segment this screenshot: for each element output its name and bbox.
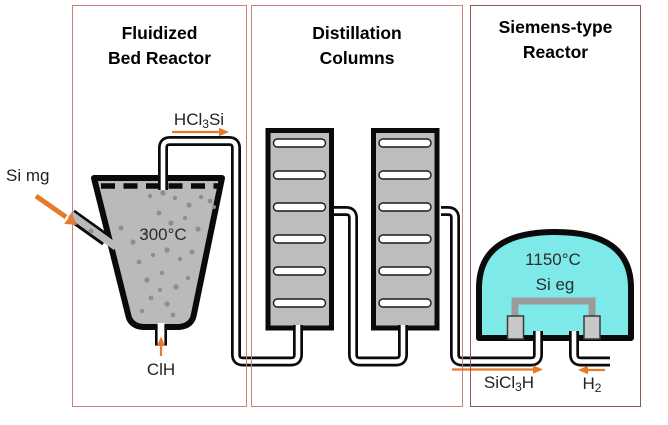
column-1-trays: [272, 138, 327, 308]
hcl3si-flow-arrow-icon: [172, 127, 229, 137]
label-text: Si: [208, 110, 225, 129]
pipe-fbr-to-column1: [158, 136, 303, 367]
label-si-eg: Si eg: [535, 275, 575, 294]
label-subscript: 2: [594, 381, 602, 395]
fluidized-bed-reactor-vessel: [67, 175, 225, 346]
clh-feed-arrow-icon: [156, 336, 166, 356]
sicl3h-flow-arrow-icon: [452, 365, 543, 374]
electrode-left: [506, 315, 525, 340]
label-hcl3si: HCl3Si: [166, 110, 232, 131]
label-h2: H2: [577, 374, 607, 395]
label-sicl3h: SiCl3H: [477, 373, 541, 394]
h2-feed-arrow-icon: [578, 365, 605, 375]
distillation-column-2: [371, 128, 440, 331]
pipe-column2-to-siemens: [441, 206, 543, 367]
reactor-outlet-stub: [155, 323, 167, 346]
particle-dots: [88, 190, 216, 318]
label-subscript: 3: [202, 117, 209, 131]
label-clh: ClH: [146, 360, 176, 379]
pipe-column1-to-column2: [334, 206, 408, 367]
pipe-h2-inlet: [569, 331, 610, 367]
distillation-column-1: [265, 128, 334, 331]
reactor-funnel-shape: [91, 175, 225, 330]
label-si-mg: Si mg: [6, 166, 50, 185]
column-2-trays: [378, 138, 432, 308]
si-mg-feed-arrow-icon: [34, 193, 77, 225]
label-siemens-temperature: 1150°C: [525, 250, 581, 269]
label-text: H: [582, 374, 595, 393]
label-fbr-temperature: 300°C: [139, 225, 187, 244]
label-text: H: [521, 373, 535, 392]
siemens-reactor-dome: [476, 229, 634, 341]
label-subscript: 3: [515, 380, 522, 394]
label-text: HCl: [173, 110, 203, 129]
electrode-right: [583, 315, 601, 340]
label-text: SiCl: [483, 373, 516, 392]
